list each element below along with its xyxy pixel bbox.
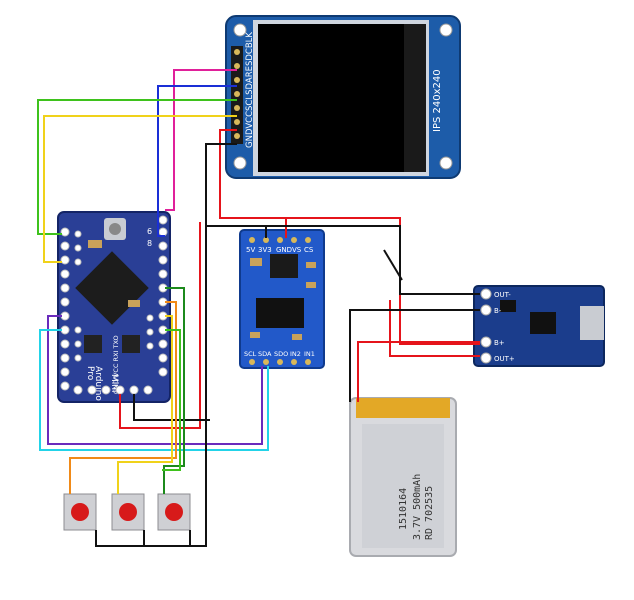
tft-display-module: IPS 240x240 GNDVCCSCLSDARESDCBLK: [225, 15, 461, 179]
arduino-silk-mini: Mini: [109, 374, 119, 392]
arduino-pro-mini: Arduino Pro Mini GND VCC RXI TXO 6 8: [57, 211, 171, 403]
battery-line1: RD 702535: [424, 486, 435, 540]
sensor-bottom-pin-label-3: IN2: [290, 350, 301, 358]
sensor-bottom-pin-label-1: SDA: [258, 350, 272, 358]
arduino-pin-6: 6: [147, 227, 152, 236]
mount-hole: [233, 23, 247, 37]
sensor-bottom-pin-label-0: SCL: [244, 350, 257, 358]
charger-pads: [480, 288, 492, 364]
wire-black-gnd: [205, 143, 237, 440]
wire-green-btn: [162, 329, 181, 471]
arduino-bottom-pins: GND VCC RXI TXO: [112, 335, 120, 394]
charger-module: OUT- B- B+ OUT+: [473, 285, 605, 367]
regulator: [122, 335, 140, 353]
regulator: [84, 335, 102, 353]
sensor-top-pin-label-3: VS: [292, 246, 302, 254]
sensor-top-header: [249, 237, 311, 243]
battery-line3: 1510164: [398, 488, 409, 530]
sensor-top-pin-label-2: GND: [276, 246, 292, 254]
arduino-pin-holes: [60, 215, 168, 395]
charger-chip: [530, 312, 556, 334]
push-button-3: [157, 493, 191, 531]
wire-yellow: [43, 115, 237, 263]
wire-battery-neg: [349, 309, 480, 402]
wire-green: [37, 99, 237, 235]
wire-black-rail: [266, 225, 480, 295]
wire-orange: [69, 301, 177, 494]
sensor-bottom-pin-label-2: SDO: [274, 350, 288, 358]
mount-hole: [233, 156, 247, 170]
wire-red-switch-out: [399, 282, 480, 345]
charger-labels: OUT- B- B+ OUT+: [494, 291, 515, 363]
battery-line2: 3.7V 500mAh: [412, 474, 423, 540]
push-buttons: [63, 493, 191, 531]
wire-blue: [157, 85, 237, 237]
arduino-pin-8: 8: [147, 239, 152, 248]
mount-hole: [439, 23, 453, 37]
wires: [37, 69, 480, 547]
sensor-top-pin-label-0: 5V: [246, 246, 255, 254]
arduino-silk-main: Arduino: [93, 366, 103, 401]
wire-purple: [47, 315, 263, 445]
charger-pin-label-1: B-: [494, 307, 502, 315]
wire-magenta: [165, 69, 237, 211]
sensor-bottom-header: [249, 359, 311, 365]
lipo-battery: RD 702535 3.7V 500mAh 1510164: [349, 397, 457, 557]
display-side-text: IPS 240x240: [432, 69, 443, 132]
sensor-chip-u1: [256, 298, 304, 328]
sensor-chip-u2: [270, 254, 298, 278]
screen-flex: [404, 24, 426, 172]
charger-pin-label-3: OUT+: [494, 355, 515, 363]
wire-red-outplus: [389, 300, 480, 357]
wire-red-arduino-vcc: [119, 222, 201, 429]
push-button-2: [111, 493, 145, 531]
sensor-top-pin-label-1: 3V3: [258, 246, 272, 254]
charger-pin-label-2: B+: [494, 339, 505, 347]
arduino-silk-sub: Pro: [85, 366, 95, 381]
mount-hole: [439, 156, 453, 170]
display-pin-labels: GNDVCCSCLSDARESDCBLK: [245, 32, 255, 148]
usb-port: [580, 306, 604, 340]
wire-battery-pos: [357, 341, 480, 402]
push-button-1: [63, 493, 97, 531]
battery-tape: [356, 398, 450, 418]
wire-dark-green: [163, 287, 185, 494]
sensor-bottom-pin-label-4: IN1: [304, 350, 315, 358]
wire-black-buttons: [95, 440, 207, 547]
wire-yellow-btn: [117, 315, 173, 494]
wire-cyan: [39, 329, 269, 451]
charger-pin-label-0: OUT-: [494, 291, 511, 299]
sensor-top-pin-label-4: CS: [304, 246, 314, 254]
screen: [258, 24, 404, 172]
